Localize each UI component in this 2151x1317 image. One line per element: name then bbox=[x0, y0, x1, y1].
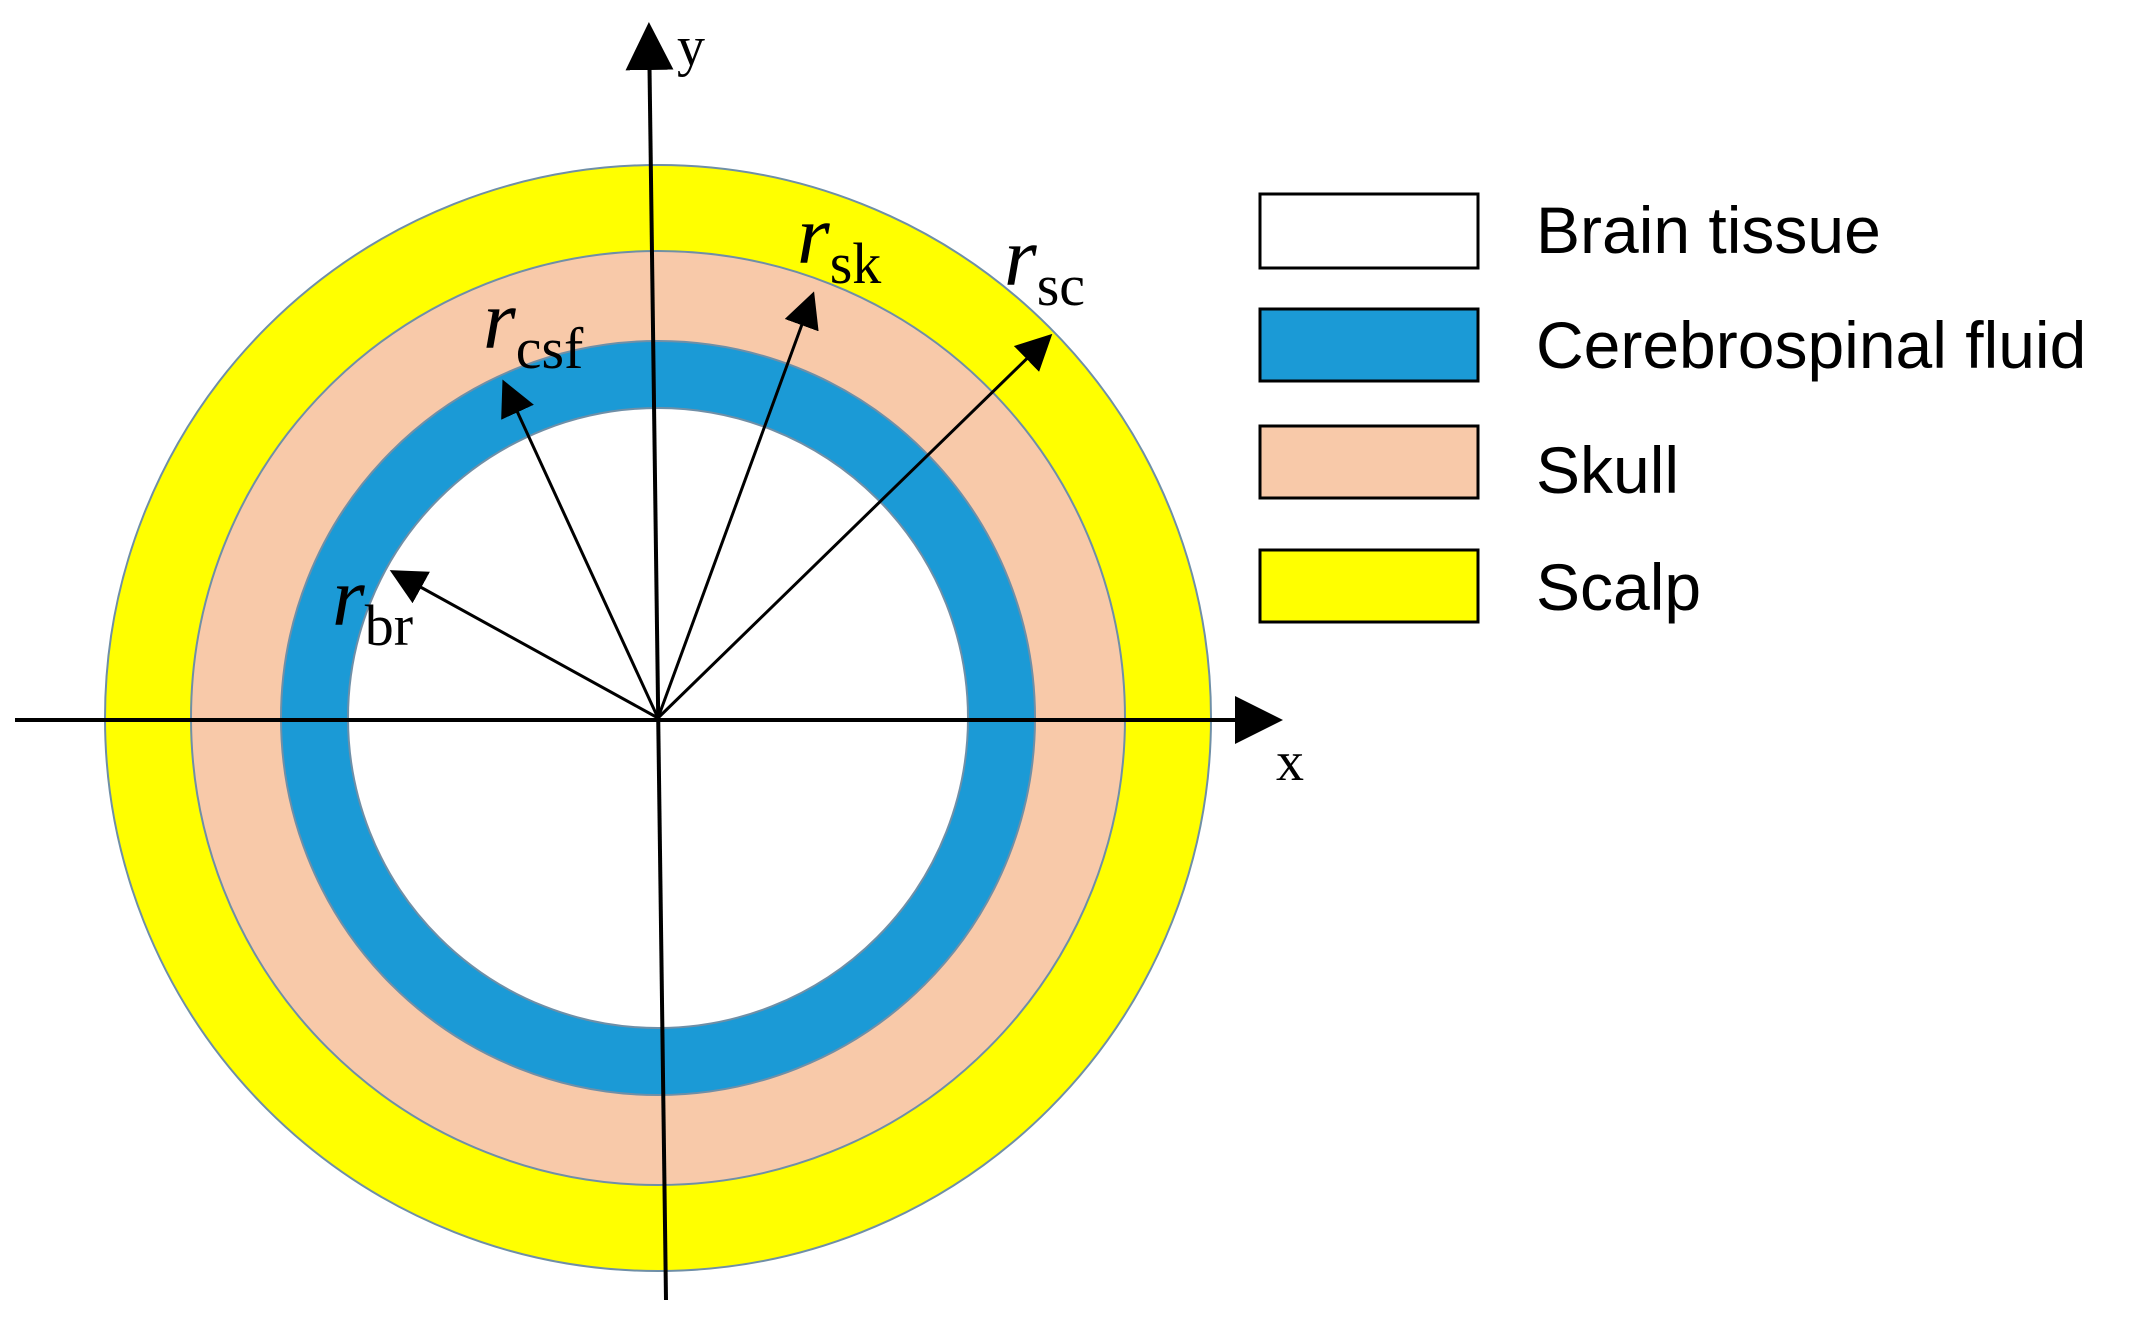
y-axis-label: y bbox=[677, 16, 705, 78]
legend: Brain tissue Cerebrospinal fluid Skull S… bbox=[1258, 192, 2086, 624]
legend-swatch-csf bbox=[1258, 307, 1480, 383]
legend-swatch-scalp bbox=[1258, 548, 1480, 624]
legend-swatch-brain bbox=[1258, 192, 1480, 270]
coordinate-axes: x y bbox=[15, 16, 1304, 1301]
skull-radius-label: rsk bbox=[797, 189, 881, 296]
radius-labels: rbr rcsf rsk rsc bbox=[332, 189, 1085, 658]
skull-radius-arrow bbox=[656, 291, 819, 719]
y-axis-line bbox=[625, 22, 674, 1301]
scalp-radius-arrow bbox=[656, 333, 1053, 720]
x-axis-label: x bbox=[1276, 731, 1304, 793]
brain-radius-label: rbr bbox=[332, 551, 413, 658]
legend-label-scalp: Scalp bbox=[1536, 550, 1701, 624]
scalp-radius-label: rsc bbox=[1004, 211, 1085, 318]
legend-label-brain: Brain tissue bbox=[1536, 193, 1881, 267]
brain-radius-arrow bbox=[389, 570, 659, 720]
legend-swatch-skull bbox=[1258, 424, 1480, 500]
csf-radius-label: rcsf bbox=[483, 274, 584, 381]
legend-label-skull: Skull bbox=[1536, 433, 1679, 507]
legend-label-csf: Cerebrospinal fluid bbox=[1536, 308, 2086, 382]
csf-radius-arrow bbox=[501, 379, 660, 719]
radius-vectors bbox=[389, 291, 1053, 720]
